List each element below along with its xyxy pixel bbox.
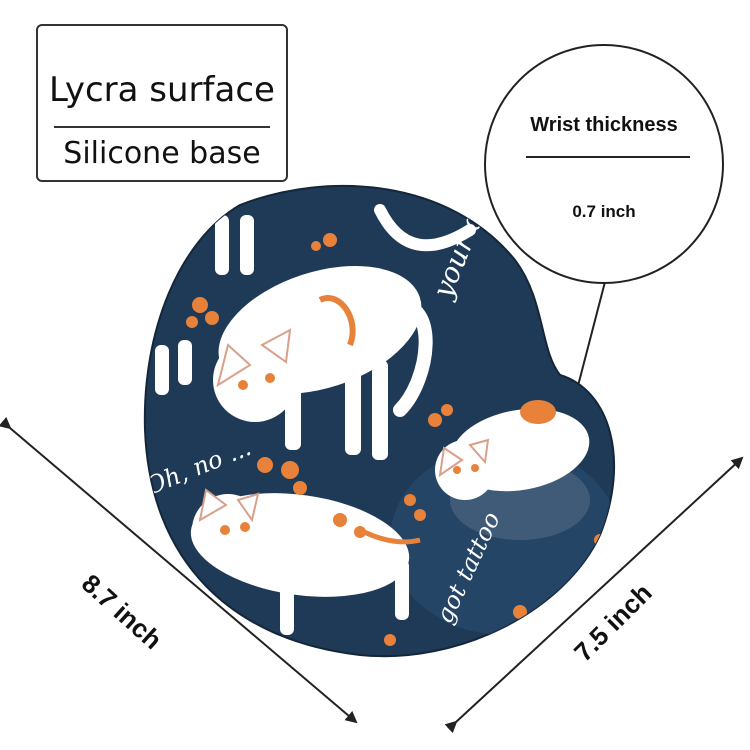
mouse-pad: your cat Oh, no ... got tattoo	[143, 184, 616, 658]
depth-arrow	[444, 456, 744, 734]
base-label: Silicone base	[63, 136, 261, 171]
width-arrow	[0, 416, 358, 724]
material-label-box: Lycra surface Silicone base	[36, 24, 288, 182]
wrist-thickness-value: 0.7 inch	[572, 202, 636, 221]
cat-illustration-3	[435, 400, 590, 500]
cat-illustration	[213, 266, 433, 460]
wrist-thickness-label: Wrist thickness	[530, 114, 678, 136]
surface-label: Lycra surface	[49, 70, 275, 110]
callout-divider	[526, 156, 690, 158]
wrist-thickness-callout: Wrist thickness 0.7 inch	[484, 44, 724, 284]
material-divider	[54, 126, 270, 128]
